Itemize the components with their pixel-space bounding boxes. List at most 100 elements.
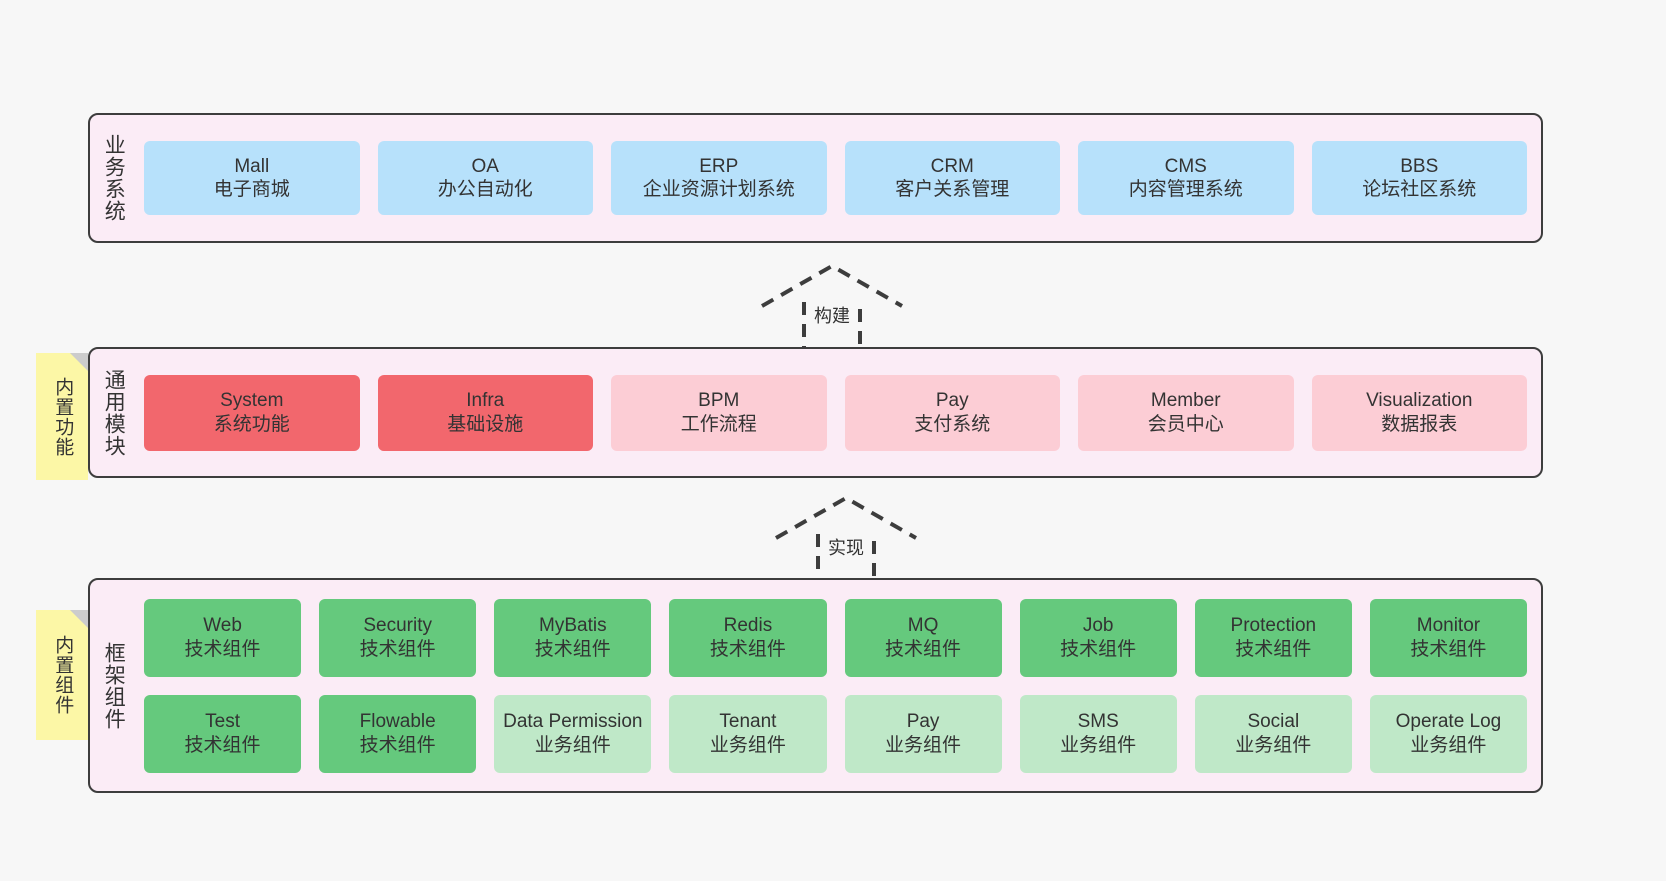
node-operate-log[interactable]: Operate Log 业务组件 (1369, 694, 1527, 773)
node-title-cn: 基础设施 (447, 413, 524, 435)
node-title-cn: 业务组件 (1235, 734, 1312, 756)
node-pay-business[interactable]: Pay 业务组件 (844, 694, 1002, 773)
node-flowable[interactable]: Flowable 技术组件 (319, 694, 477, 773)
node-title-cn: 客户关系管理 (895, 179, 1010, 200)
node-title-en: SMS (1077, 711, 1119, 733)
node-web[interactable]: Web 技术组件 (144, 598, 302, 677)
node-bpm[interactable]: BPM 工作流程 (611, 374, 827, 451)
node-title-en: Infra (466, 390, 505, 412)
node-title-cn: 电子商城 (213, 179, 290, 200)
node-social[interactable]: Social 业务组件 (1194, 694, 1352, 773)
node-oa[interactable]: OA 办公自动化 (377, 141, 593, 215)
layer-row: Web 技术组件 Security 技术组件 MyBatis 技术组件 Redi… (144, 598, 1527, 677)
layer-body-common-modules: System 系统功能 Infra 基础设施 BPM 工作流程 Pay 支付系统… (136, 349, 1541, 476)
node-system[interactable]: System 系统功能 (144, 374, 360, 451)
node-title-cn: 内容管理系统 (1128, 179, 1243, 200)
node-infra[interactable]: Infra 基础设施 (377, 374, 593, 451)
node-title-cn: 业务组件 (1060, 734, 1137, 756)
node-member[interactable]: Member 会员中心 (1078, 374, 1294, 451)
node-title-en: Test (205, 711, 240, 733)
node-title-en: MyBatis (539, 615, 607, 637)
node-security[interactable]: Security 技术组件 (319, 598, 477, 677)
node-tenant[interactable]: Tenant 业务组件 (669, 694, 827, 773)
node-title-en: BBS (1400, 155, 1439, 177)
layer-body-business-systems: Mall 电子商城 OA 办公自动化 ERP 企业资源计划系统 CRM 客户关系… (136, 115, 1541, 241)
node-title-cn: 技术组件 (359, 734, 436, 756)
node-title-cn: 技术组件 (1410, 638, 1487, 660)
node-title-en: Tenant (719, 711, 777, 733)
node-title-cn: 办公自动化 (437, 179, 533, 200)
node-cms[interactable]: CMS 内容管理系统 (1078, 141, 1294, 215)
node-title-en: Visualization (1366, 390, 1473, 412)
node-title-en: Social (1247, 711, 1300, 733)
node-erp[interactable]: ERP 企业资源计划系统 (611, 141, 827, 215)
node-title-cn: 企业资源计划系统 (642, 179, 795, 200)
layer-row: Mall 电子商城 OA 办公自动化 ERP 企业资源计划系统 CRM 客户关系… (144, 141, 1527, 215)
node-crm[interactable]: CRM 客户关系管理 (844, 141, 1060, 215)
node-title-cn: 技术组件 (184, 638, 261, 660)
node-title-cn: 业务组件 (885, 734, 962, 756)
node-title-en: Protection (1230, 615, 1317, 637)
node-job[interactable]: Job 技术组件 (1019, 598, 1177, 677)
node-title-en: Job (1082, 615, 1114, 637)
node-title-en: Monitor (1416, 615, 1481, 637)
node-title-cn: 业务组件 (1410, 734, 1487, 756)
layer-common-modules: 通用模块 System 系统功能 Infra 基础设施 BPM 工作流程 Pay… (88, 347, 1543, 478)
layer-title-common-modules: 通用模块 (102, 368, 126, 457)
node-title-cn: 工作流程 (680, 413, 757, 435)
node-title-en: CRM (930, 155, 974, 177)
node-visualization[interactable]: Visualization 数据报表 (1311, 374, 1527, 451)
layer-body-framework-components: Web 技术组件 Security 技术组件 MyBatis 技术组件 Redi… (136, 580, 1541, 791)
node-title-en: Operate Log (1395, 711, 1502, 733)
node-data-permission[interactable]: Data Permission 业务组件 (494, 694, 652, 773)
node-title-cn: 数据报表 (1381, 413, 1458, 435)
node-title-cn: 技术组件 (534, 638, 611, 660)
node-title-cn: 系统功能 (213, 413, 290, 435)
layer-row: System 系统功能 Infra 基础设施 BPM 工作流程 Pay 支付系统… (144, 374, 1527, 451)
node-test[interactable]: Test 技术组件 (144, 694, 302, 773)
node-title-cn: 业务组件 (534, 734, 611, 756)
layer-title-business-systems: 业务系统 (102, 134, 126, 222)
node-protection[interactable]: Protection 技术组件 (1194, 598, 1352, 677)
generalization-arrow-icon (775, 495, 917, 584)
node-mall[interactable]: Mall 电子商城 (144, 141, 360, 215)
node-title-cn: 论坛社区系统 (1362, 179, 1477, 200)
connector-realize: 实现 (766, 490, 926, 590)
node-title-en: ERP (699, 155, 739, 177)
node-sms[interactable]: SMS 业务组件 (1019, 694, 1177, 773)
node-title-en: Security (363, 615, 432, 637)
note-builtin-function: 内置功能 (36, 353, 88, 480)
node-title-cn: 业务组件 (709, 734, 786, 756)
node-title-cn: 技术组件 (885, 638, 962, 660)
node-monitor[interactable]: Monitor 技术组件 (1369, 598, 1527, 677)
node-redis[interactable]: Redis 技术组件 (669, 598, 827, 677)
note-fold-icon (70, 610, 88, 628)
node-title-cn: 技术组件 (184, 734, 261, 756)
node-title-en: System (220, 390, 284, 412)
node-title-en: Redis (723, 615, 773, 637)
node-title-en: BPM (698, 390, 740, 412)
node-mq[interactable]: MQ 技术组件 (844, 598, 1002, 677)
node-title-en: Mall (234, 155, 270, 177)
node-title-en: MQ (907, 615, 939, 637)
node-mybatis[interactable]: MyBatis 技术组件 (494, 598, 652, 677)
node-title-en: Flowable (359, 711, 436, 733)
node-pay[interactable]: Pay 支付系统 (844, 374, 1060, 451)
node-title-en: Pay (906, 711, 940, 733)
node-title-en: CMS (1164, 155, 1207, 177)
node-title-cn: 技术组件 (1060, 638, 1137, 660)
node-title-cn: 技术组件 (709, 638, 786, 660)
node-title-cn: 技术组件 (359, 638, 436, 660)
node-title-en: Member (1150, 390, 1221, 412)
note-fold-icon (70, 353, 88, 371)
note-builtin-component: 内置组件 (36, 610, 88, 740)
node-title-en: OA (471, 155, 499, 177)
node-title-cn: 技术组件 (1235, 638, 1312, 660)
layer-title-framework-components: 框架组件 (102, 641, 126, 730)
note-label: 内置组件 (52, 635, 74, 715)
note-label: 内置功能 (52, 376, 74, 457)
node-title-en: Pay (935, 390, 969, 412)
layer-business-systems: 业务系统 Mall 电子商城 OA 办公自动化 ERP 企业资源计划系统 CRM… (88, 113, 1543, 243)
node-title-en: Data Permission (503, 711, 643, 733)
node-bbs[interactable]: BBS 论坛社区系统 (1311, 141, 1527, 215)
